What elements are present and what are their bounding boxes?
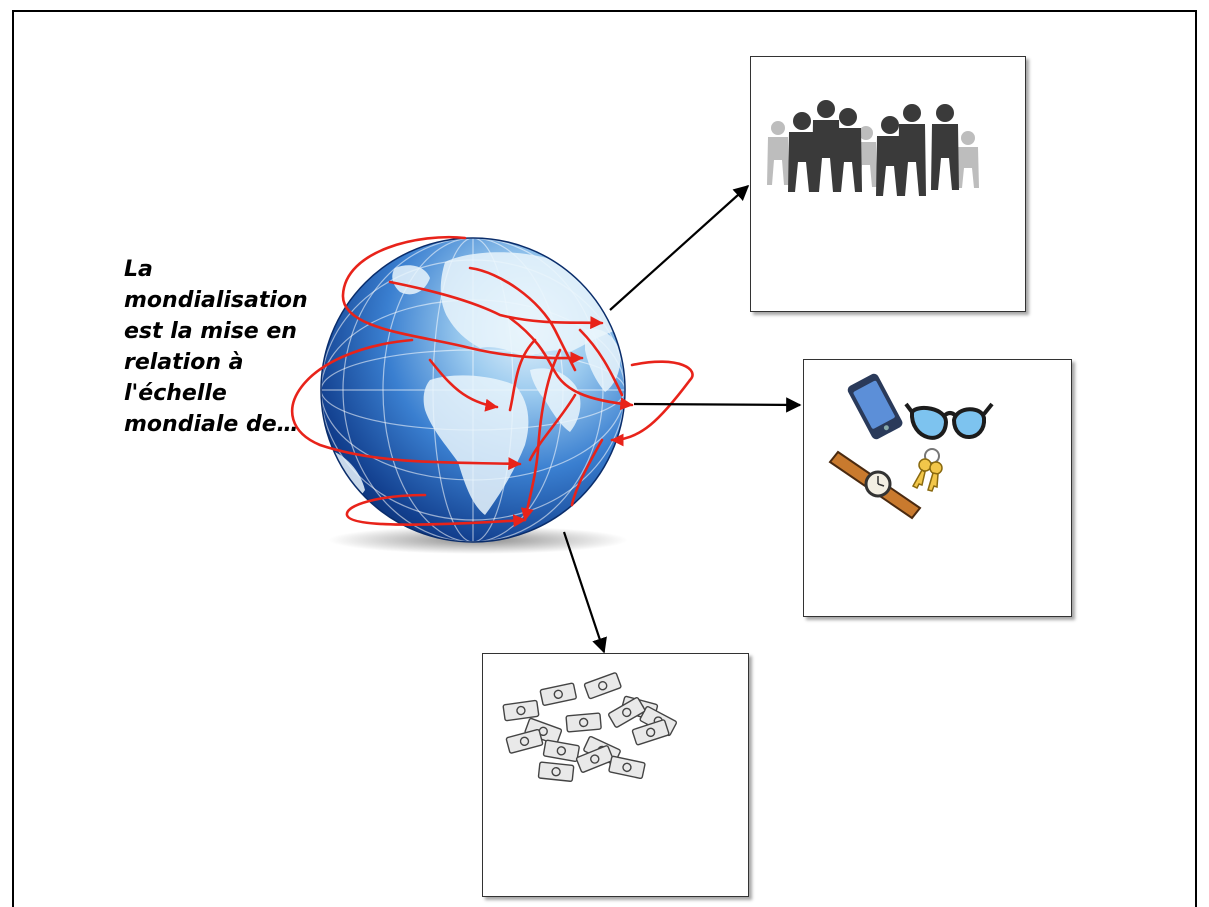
arrow-to-money <box>562 531 607 654</box>
caption-line-6: mondiale de… <box>124 412 299 437</box>
definition-caption: La mondialisation est la mise en relatio… <box>124 254 384 440</box>
arrow-to-people <box>609 184 750 311</box>
money-box <box>482 653 749 897</box>
watch-icon <box>828 450 922 520</box>
caption-line-4: relation à <box>124 350 244 375</box>
caption-line-5: l'échelle <box>124 381 227 406</box>
keys-icon <box>911 448 943 492</box>
caption-line-3: est la mise en <box>124 319 297 344</box>
people-box <box>750 56 1026 312</box>
crowd-silhouettes-icon <box>767 100 979 196</box>
phone-icon <box>847 373 903 440</box>
globe-icon <box>320 237 628 554</box>
caption-line-1: La <box>124 257 153 282</box>
phone-glasses-watch-keys-icon <box>828 373 994 520</box>
objects-box <box>803 359 1072 617</box>
arrow-to-objects <box>633 397 802 413</box>
caption-line-2: mondialisation <box>124 288 308 313</box>
banknotes-icon <box>502 672 678 782</box>
connector-arrows <box>562 184 802 654</box>
flow-arrows <box>290 235 694 528</box>
glasses-icon <box>904 402 994 440</box>
